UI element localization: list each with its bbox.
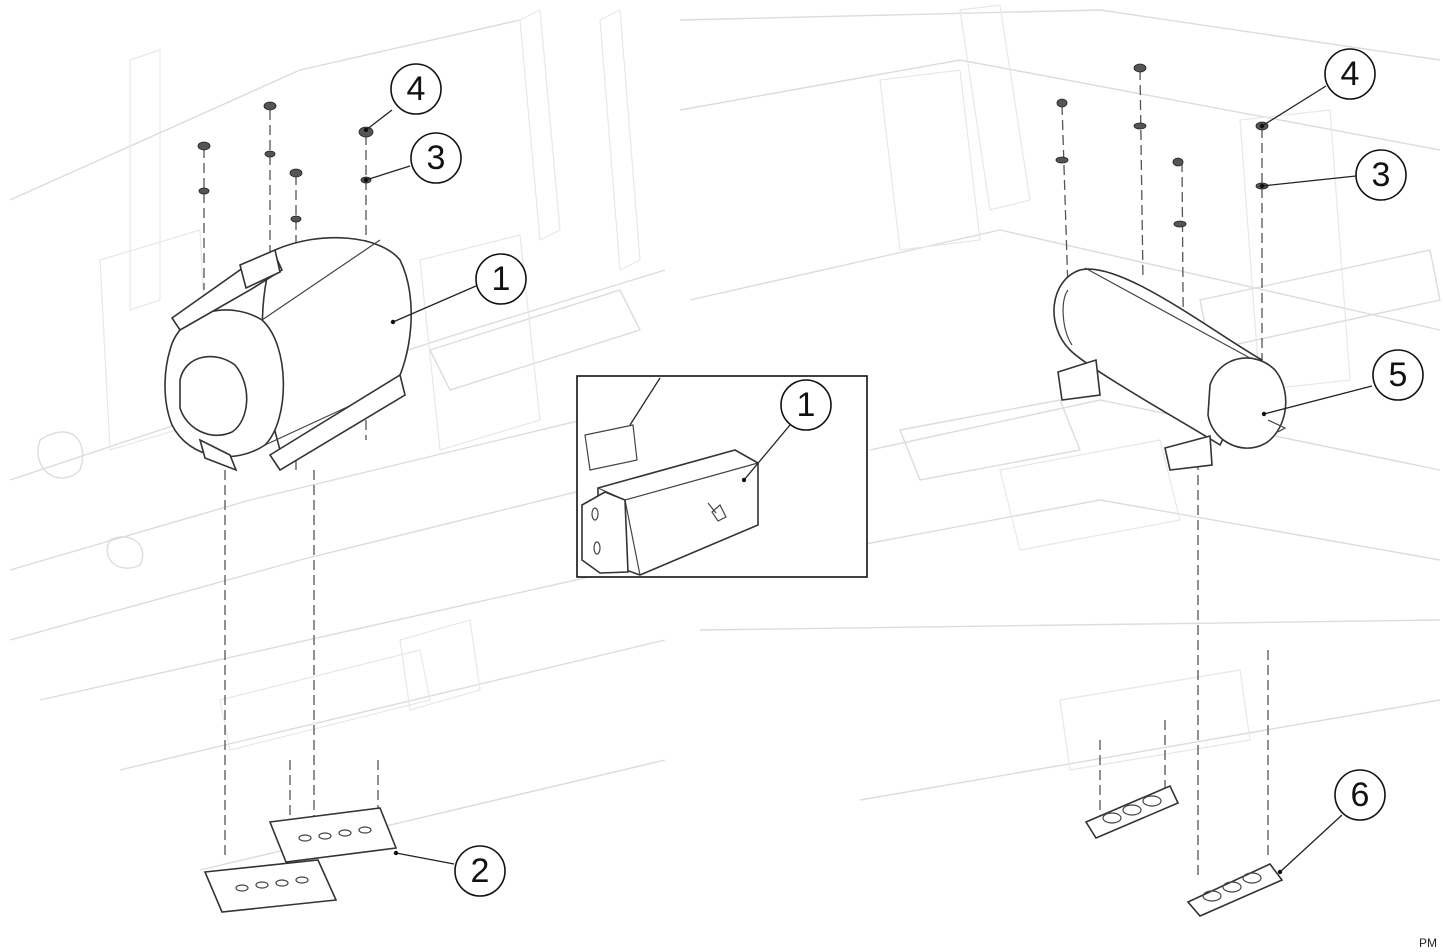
- footer-code: PM: [1419, 936, 1437, 950]
- right-washers-hardware: [1055, 122, 1269, 228]
- callout-right-5: 5: [1372, 349, 1424, 401]
- callout-inset-1: 1: [780, 379, 832, 431]
- right-vehicle-frame-sketch: [679, 4, 1441, 801]
- right-air-tank: [1053, 267, 1287, 471]
- callout-left-3: 3: [410, 132, 462, 184]
- callout-right-3: 3: [1355, 149, 1407, 201]
- right-nuts-hardware: [1056, 63, 1269, 167]
- callout-left-1-label: 1: [492, 260, 511, 298]
- right-assembly: [1053, 63, 1373, 917]
- inset-control-box: [581, 449, 759, 576]
- left-nuts-hardware: [197, 101, 374, 178]
- left-assembly: [164, 101, 477, 913]
- callout-right-4: 4: [1324, 48, 1376, 100]
- callout-right-5-label: 5: [1389, 356, 1408, 394]
- callout-left-2: 2: [454, 845, 506, 897]
- left-washers-hardware: [198, 150, 372, 223]
- callout-left-4-label: 4: [407, 70, 426, 108]
- left-mounting-plate-upper: [268, 807, 398, 863]
- left-vehicle-frame-sketch: [9, 9, 666, 871]
- callout-right-4-label: 4: [1341, 55, 1360, 93]
- callout-inset-1-label: 1: [797, 386, 816, 424]
- left-mounting-plate-lower: [203, 859, 338, 913]
- callout-left-1: 1: [475, 253, 527, 305]
- callout-right-6: 6: [1334, 769, 1386, 821]
- right-mounting-plate-upper: [1084, 784, 1180, 840]
- callout-left-3-label: 3: [427, 139, 446, 177]
- callout-left-4: 4: [390, 63, 442, 115]
- callout-left-2-label: 2: [471, 852, 490, 890]
- callout-right-6-label: 6: [1351, 776, 1370, 814]
- callout-right-3-label: 3: [1372, 156, 1391, 194]
- right-mounting-plate-lower: [1186, 863, 1284, 917]
- left-air-tank: [164, 236, 412, 472]
